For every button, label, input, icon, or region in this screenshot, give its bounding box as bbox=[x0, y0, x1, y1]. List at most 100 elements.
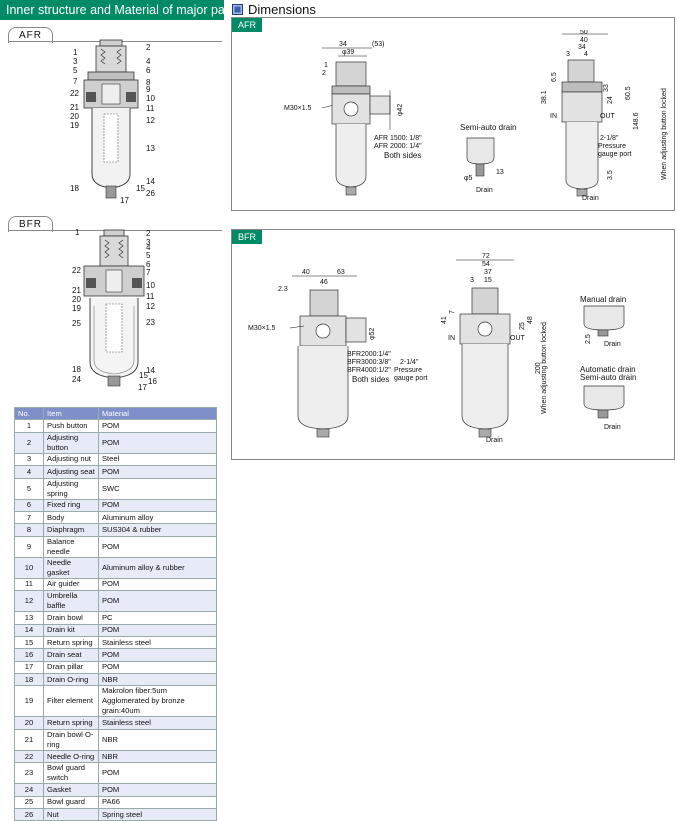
bfr-drain-manual: Drain bbox=[604, 341, 621, 348]
bfr-callout: 12 bbox=[146, 302, 155, 311]
bfr-cross-section-drawing bbox=[83, 229, 145, 387]
afr-drain-label: Drain bbox=[476, 187, 493, 194]
cell-item: Drain bowl bbox=[43, 611, 99, 625]
cell-material: PA66 bbox=[97, 795, 218, 810]
cell-no: 18 bbox=[14, 673, 44, 687]
cell-no: 6 bbox=[14, 498, 44, 512]
cell-item: Drain kit bbox=[43, 623, 99, 637]
bfr-dim-52: φ52 bbox=[369, 328, 376, 340]
afr-callout: 18 bbox=[70, 184, 79, 193]
bfr-gauge-label-2: gauge port bbox=[394, 375, 428, 382]
cell-no: 17 bbox=[14, 660, 44, 675]
bfr-gauge-thread: 2-1/4" bbox=[400, 359, 419, 366]
cell-item: Adjusting spring bbox=[43, 477, 99, 500]
bfr-callout: 16 bbox=[148, 377, 157, 386]
cell-material: POM bbox=[97, 648, 218, 662]
afr-semi-auto-label: Semi-auto drain bbox=[460, 123, 516, 132]
afr-callout: 10 bbox=[146, 94, 155, 103]
bfr-locked-label: When adjusting button locked bbox=[541, 322, 548, 414]
afr-callout: 9 bbox=[146, 85, 151, 94]
afr-callout: 11 bbox=[146, 104, 155, 113]
afr-callout: 13 bbox=[146, 144, 155, 153]
cell-no: 8 bbox=[14, 523, 44, 537]
cell-material: Aluminum alloy & rubber bbox=[97, 556, 218, 579]
bfr-port-2000: BFR2000:1/4" bbox=[347, 351, 391, 358]
cell-no: 24 bbox=[14, 783, 44, 797]
afr-h24: 24 bbox=[607, 96, 614, 104]
bfr-w3: 3 bbox=[470, 277, 474, 284]
cell-material: SUS304 & rubber bbox=[97, 523, 218, 537]
afr-dim-39: φ39 bbox=[342, 49, 354, 56]
cell-item: Return spring bbox=[43, 716, 99, 730]
bfr-w37: 37 bbox=[484, 269, 492, 276]
afr-callout: 21 bbox=[70, 103, 79, 112]
afr-dimension-drawing: 34 (53) φ39 1 2 M30×1.5 φ42 AFR 1500: 1/… bbox=[284, 30, 668, 202]
bfr-callout: 22 bbox=[72, 266, 81, 275]
afr-callout: 3 bbox=[73, 57, 78, 66]
afr-dim-42: φ42 bbox=[397, 104, 404, 116]
bfr-callout: 23 bbox=[146, 318, 155, 327]
cell-item: Needle gasket bbox=[43, 556, 99, 579]
cell-no: 22 bbox=[14, 749, 44, 764]
cell-material: NBR bbox=[97, 728, 218, 751]
bfr-h7: 7 bbox=[449, 310, 456, 314]
bfr-callout: 25 bbox=[72, 319, 81, 328]
afr-w50: 50 bbox=[580, 30, 588, 36]
afr-callout: 7 bbox=[73, 77, 78, 86]
bfr-w54: 54 bbox=[482, 261, 490, 268]
cell-material: Stainless steel bbox=[97, 716, 218, 730]
cell-material: Makrolon fiber:5um Agglomerated by bronz… bbox=[97, 685, 218, 718]
afr-dim-2: 2 bbox=[322, 70, 326, 77]
cell-item: Fixed ring bbox=[43, 498, 99, 512]
bfr-callout: 24 bbox=[72, 375, 81, 384]
cell-material: NBR bbox=[97, 749, 218, 764]
afr-gauge-label-1: Pressure bbox=[598, 143, 626, 150]
afr-dim-1: 1 bbox=[324, 62, 328, 69]
cell-material: POM bbox=[97, 419, 218, 433]
cell-item: Needle O-ring bbox=[43, 749, 99, 764]
bfr-callout: 11 bbox=[146, 292, 155, 301]
cell-item: Return spring bbox=[43, 635, 99, 650]
bfr-dim-63: 63 bbox=[337, 269, 345, 276]
cell-item: Adjusting button bbox=[43, 431, 99, 454]
bfr-callout: 17 bbox=[138, 383, 147, 392]
afr-callout: 26 bbox=[146, 189, 155, 198]
cell-no: 2 bbox=[14, 431, 44, 454]
afr-panel-tag: AFR bbox=[232, 18, 262, 32]
afr-h38-1: 38.1 bbox=[541, 90, 548, 104]
cell-material: Steel bbox=[97, 452, 218, 467]
bfr-gauge-label-1: Pressure bbox=[394, 367, 422, 374]
cell-no: 1 bbox=[14, 419, 44, 433]
bfr-dim-40: 40 bbox=[302, 269, 310, 276]
cell-material: PC bbox=[97, 611, 218, 625]
cell-material: POM bbox=[97, 465, 218, 479]
afr-dim-5: φ5 bbox=[464, 175, 473, 182]
afr-callout: 5 bbox=[73, 66, 78, 75]
afr-locked-label: When adjusting button locked bbox=[661, 88, 668, 180]
cell-no: 20 bbox=[14, 716, 44, 730]
cell-no: 4 bbox=[14, 465, 44, 479]
bfr-callout: 2 bbox=[146, 229, 151, 238]
afr-callout: 19 bbox=[70, 121, 79, 130]
cell-material: NBR bbox=[97, 673, 218, 687]
afr-callout: 20 bbox=[70, 112, 79, 121]
cell-item: Push button bbox=[43, 419, 99, 433]
bfr-port-3000: BFR3000:3/8" bbox=[347, 359, 391, 366]
cell-material: SWC bbox=[97, 477, 218, 500]
cell-material: POM bbox=[97, 498, 218, 512]
table-header-row: No. Item Material bbox=[14, 406, 218, 421]
cell-material: POM bbox=[97, 660, 218, 675]
afr-cross-section-drawing bbox=[83, 39, 139, 199]
cell-item: Drain bowl O-ring bbox=[43, 728, 99, 751]
